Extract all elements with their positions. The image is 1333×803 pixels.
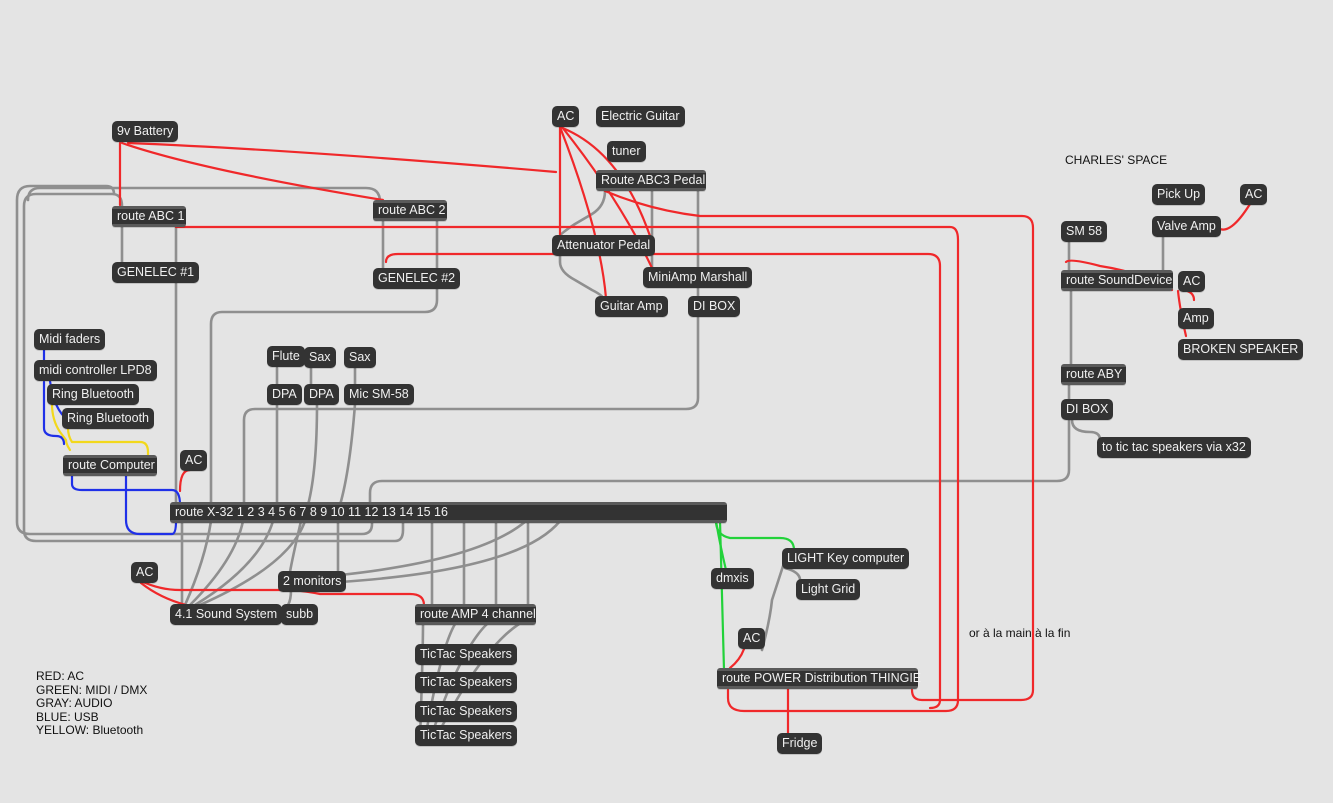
tuner-object[interactable]: tuner [607, 141, 646, 162]
fridge-object[interactable]: Fridge [777, 733, 823, 754]
route-sounddevice-object[interactable]: route SoundDevice [1061, 270, 1173, 291]
route-aby-object[interactable]: route ABY [1061, 364, 1126, 385]
legend-bluetooth: YELLOW: Bluetooth [36, 723, 144, 738]
amp-object[interactable]: Amp [1178, 308, 1214, 329]
legend-ac: RED: AC [36, 669, 85, 683]
legend-usb: BLUE: USB [36, 709, 99, 724]
di-box-1-object[interactable]: DI BOX [688, 296, 741, 317]
miniamp-object[interactable]: MiniAmp Marshall [643, 267, 753, 288]
di-box-2-object[interactable]: DI BOX [1061, 399, 1114, 420]
broken-speaker-object[interactable]: BROKEN SPEAKER [1178, 339, 1304, 360]
ac-charles-object[interactable]: AC [1240, 184, 1268, 205]
electric-guitar-object[interactable]: Electric Guitar [596, 106, 685, 127]
guitar-amp-object[interactable]: Guitar Amp [595, 296, 668, 317]
two-monitors-object[interactable]: 2 monitors [278, 571, 347, 592]
midi-faders-object[interactable]: Midi faders [34, 329, 106, 350]
light-key-object[interactable]: LIGHT Key computer [782, 548, 910, 569]
route-abc1-object[interactable]: route ABC 1 [112, 206, 186, 227]
ac-cords [118, 125, 1252, 735]
light-grid-object[interactable]: Light Grid [796, 579, 861, 600]
ac-left-object[interactable]: AC [131, 562, 159, 583]
or-a-la-main-comment: or à la main à la fin [969, 626, 1071, 640]
dpa2-object[interactable]: DPA [304, 384, 339, 405]
genelec1-object[interactable]: GENELEC #1 [112, 262, 200, 283]
ac-power-object[interactable]: AC [738, 628, 766, 649]
attenuator-object[interactable]: Attenuator Pedal [552, 235, 656, 256]
genelec2-object[interactable]: GENELEC #2 [373, 268, 461, 289]
tictac-2-object[interactable]: TicTac Speakers [415, 672, 517, 693]
ac-x32-object[interactable]: AC [180, 450, 208, 471]
sax2-object[interactable]: Sax [344, 347, 376, 368]
tictac-3-object[interactable]: TicTac Speakers [415, 701, 517, 722]
dmxis-object[interactable]: dmxis [711, 568, 754, 589]
ac-top-object[interactable]: AC [552, 106, 580, 127]
tictac-4-object[interactable]: TicTac Speakers [415, 725, 517, 746]
subb-object[interactable]: subb [281, 604, 319, 625]
sax1-object[interactable]: Sax [304, 347, 336, 368]
tictac-1-object[interactable]: TicTac Speakers [415, 644, 517, 665]
charles-space-comment: CHARLES' SPACE [1065, 153, 1168, 167]
valve-amp-object[interactable]: Valve Amp [1152, 216, 1221, 237]
mic-sm58-object[interactable]: Mic SM-58 [344, 384, 414, 405]
route-abc2-object[interactable]: route ABC 2 [373, 200, 447, 221]
ac-sd-object[interactable]: AC [1178, 271, 1206, 292]
ring-bluetooth-2-object[interactable]: Ring Bluetooth [62, 408, 155, 429]
ring-bluetooth-1-object[interactable]: Ring Bluetooth [47, 384, 140, 405]
color-legend: RED: AC GREEN: MIDI / DMX GRAY: AUDIO BL… [36, 669, 148, 738]
route-computer-object[interactable]: route Computer [63, 455, 157, 476]
sound-41-object[interactable]: 4.1 Sound System [170, 604, 283, 625]
route-x32-object[interactable]: route X-32 1 2 3 4 5 6 7 8 9 10 11 12 13… [170, 502, 727, 523]
legend-midi-dmx: GREEN: MIDI / DMX [36, 682, 148, 697]
pick-up-object[interactable]: Pick Up [1152, 184, 1206, 205]
dpa1-object[interactable]: DPA [267, 384, 302, 405]
to-tictac-object[interactable]: to tic tac speakers via x32 [1097, 437, 1251, 458]
flute-object[interactable]: Flute [267, 346, 305, 367]
midi-lpd8-object[interactable]: midi controller LPD8 [34, 360, 157, 381]
legend-audio: GRAY: AUDIO [36, 696, 113, 711]
battery-object[interactable]: 9v Battery [112, 121, 179, 142]
sm58-object[interactable]: SM 58 [1061, 221, 1108, 242]
route-power-object[interactable]: route POWER Distribution THINGIE [717, 668, 921, 689]
route-amp4-object[interactable]: route AMP 4 channel [415, 604, 536, 625]
route-abc3-object[interactable]: Route ABC3 Pedal [596, 170, 706, 191]
